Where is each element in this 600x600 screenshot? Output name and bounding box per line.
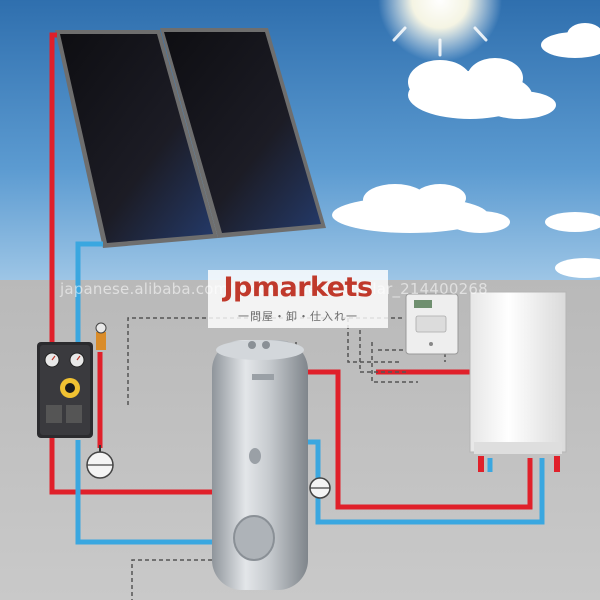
logo-subtext: 一問屋・卸・仕入れ一	[208, 308, 388, 324]
pump-station	[37, 342, 93, 438]
solar-controller	[406, 294, 458, 354]
boiler	[470, 292, 566, 472]
logo-text: Jpmarkets	[208, 272, 388, 303]
mixing-valve	[310, 478, 330, 498]
safety-valve-icon	[96, 323, 106, 350]
storage-tank	[212, 340, 308, 590]
watermark-logo: Jpmarkets 一問屋・卸・仕入れ一	[208, 270, 388, 328]
